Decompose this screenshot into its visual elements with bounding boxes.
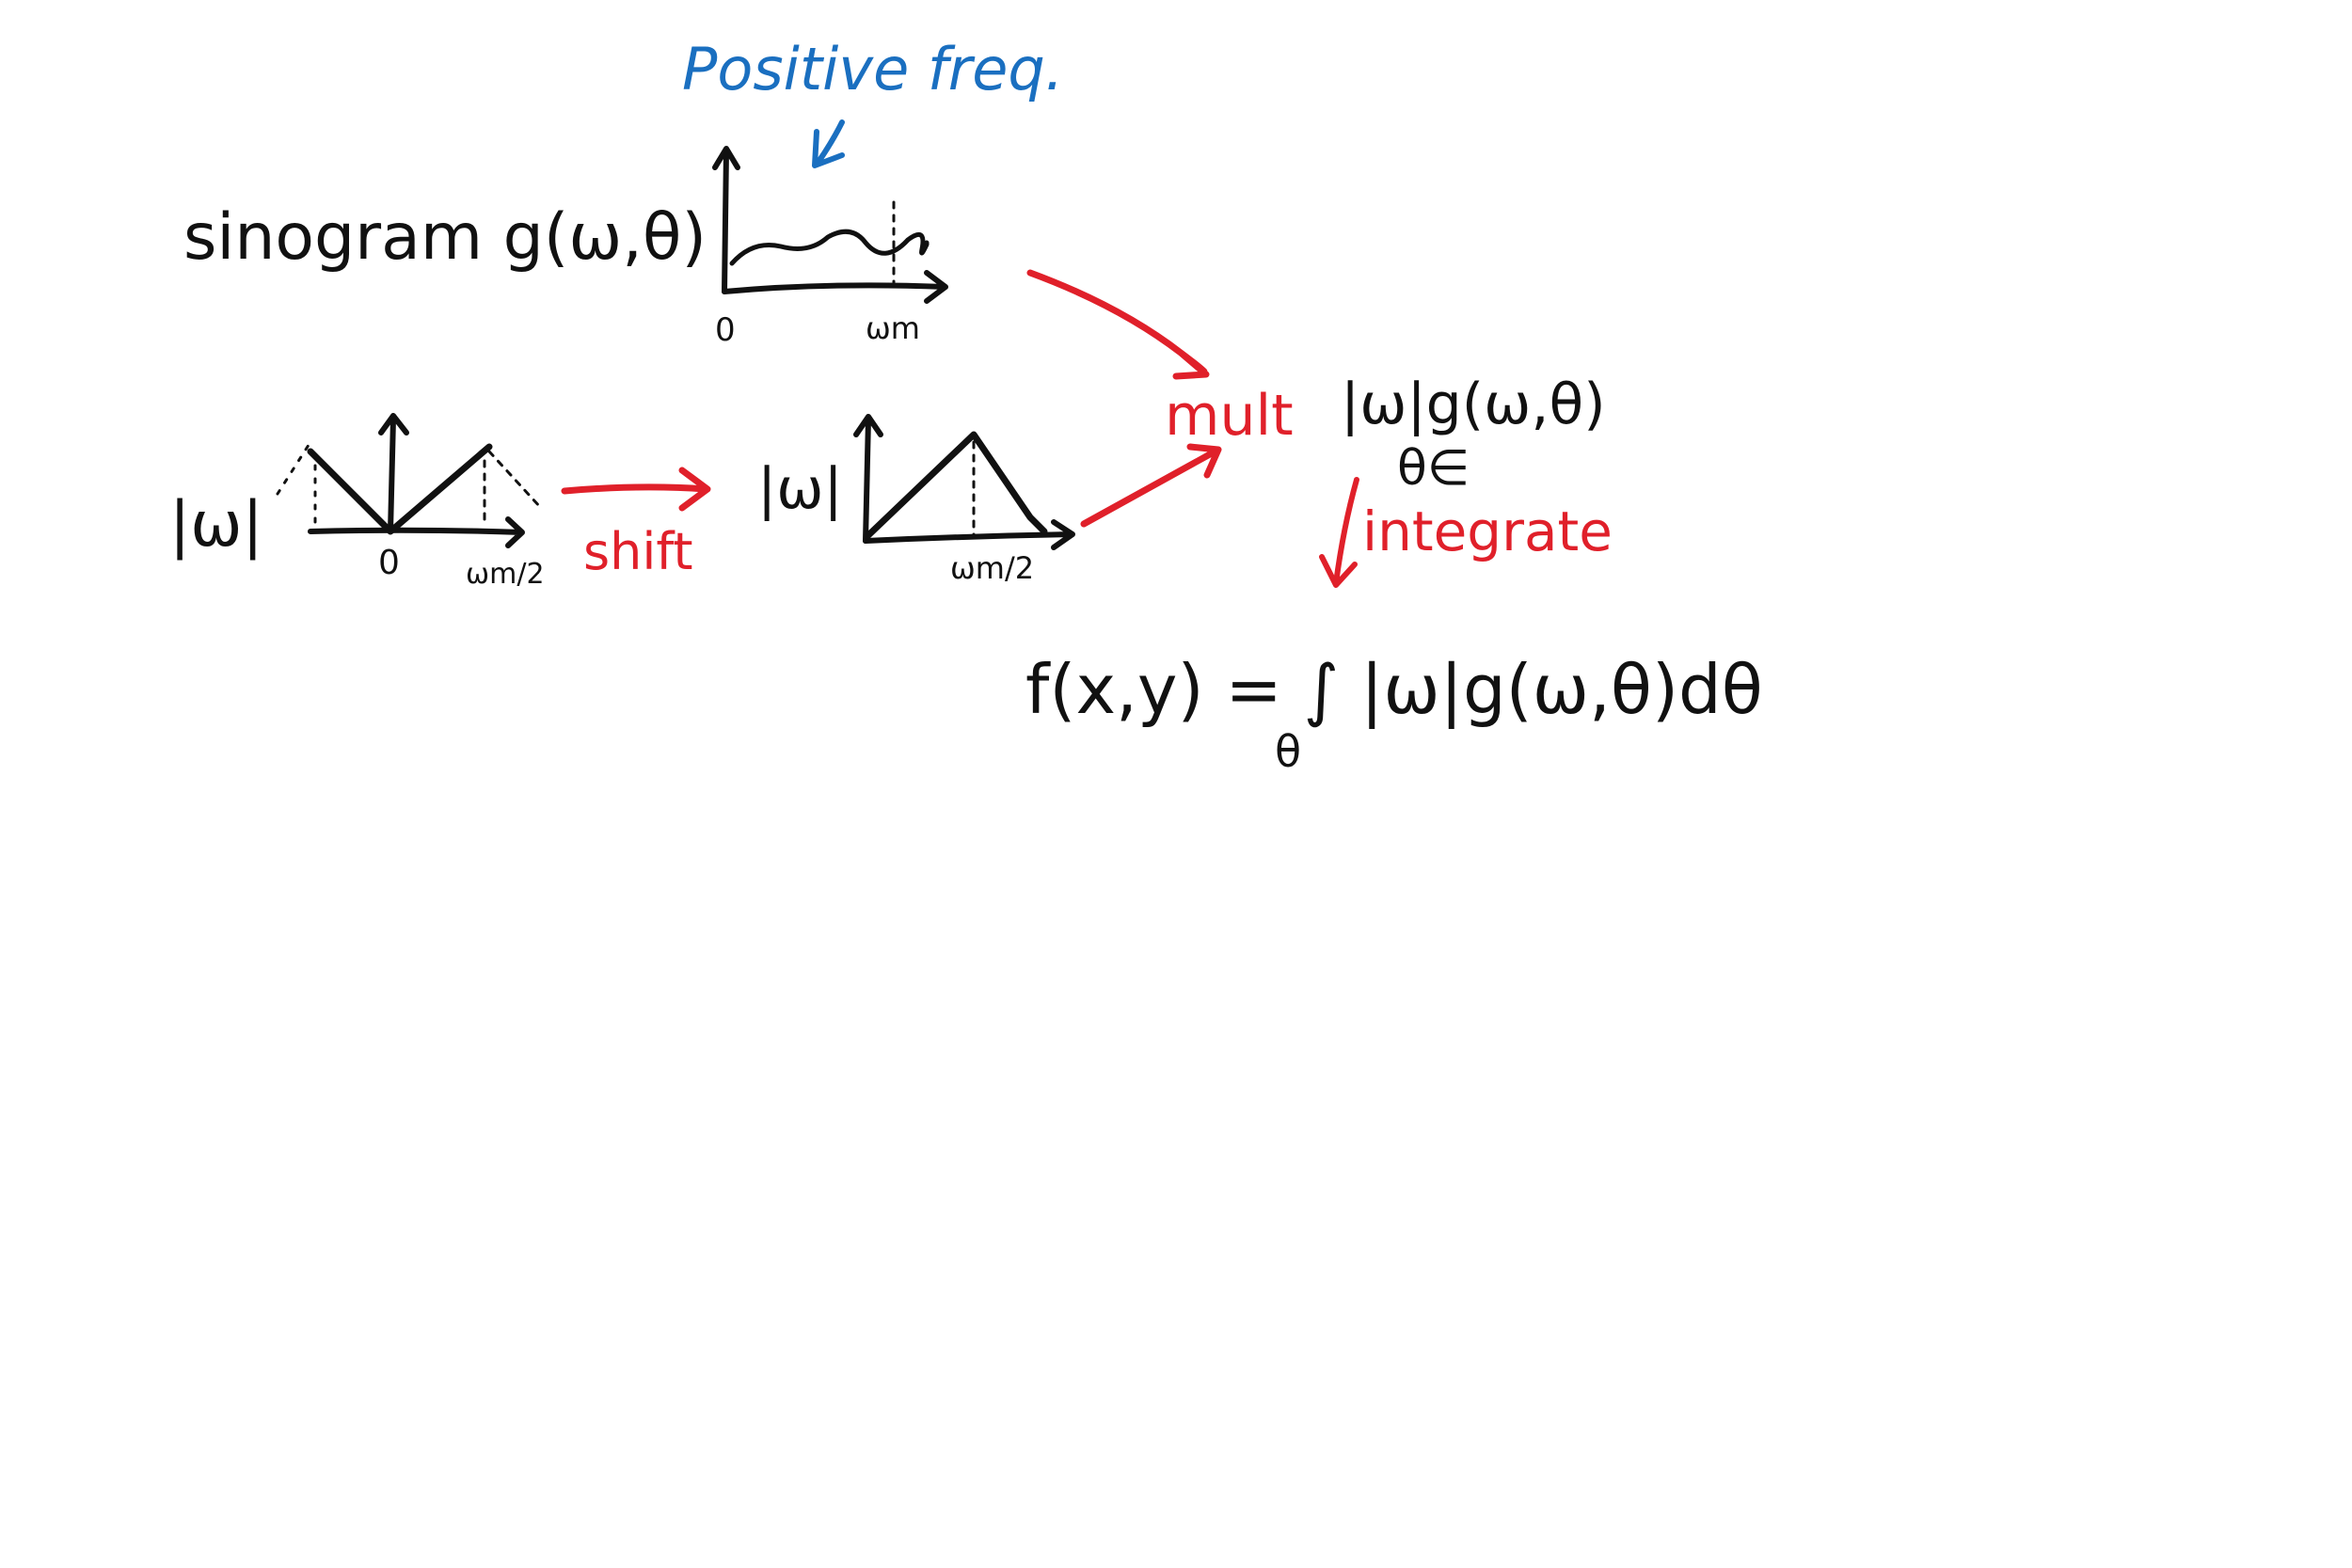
sinogram-y-axis	[712, 146, 740, 294]
product-label: |ω|g(ω,θ)	[1341, 372, 1606, 437]
filter-to-mult-arrow	[1080, 443, 1222, 528]
ramp-wm2-tick: ωm/2	[466, 558, 545, 591]
ramp-zero-tick: 0	[378, 544, 400, 582]
sinogram-x-axis	[722, 270, 948, 304]
ramp-x-axis	[308, 516, 525, 548]
formula-subscript: θ	[1275, 726, 1301, 777]
shift-label: shift	[583, 522, 693, 581]
shifted-filter-plot: ωm/2	[853, 414, 1075, 586]
sinogram-curve	[729, 229, 930, 266]
shifted-wm2-tick: ωm/2	[950, 550, 1034, 586]
positive-freq-label: Positive freq.	[682, 35, 1063, 103]
sinogram-plot: 0 ωm	[712, 146, 948, 349]
shifted-triangle	[864, 431, 1048, 540]
shifted-x-axis	[863, 519, 1075, 550]
sinogram-label: sinogram g(ω,θ)	[183, 200, 707, 275]
sinogram-zero-tick: 0	[715, 311, 736, 349]
shifted-y-axis	[853, 414, 883, 544]
ramp-y-axis	[378, 413, 409, 534]
ramp-left-dotted	[276, 440, 317, 529]
sinogram-wm-tick: ωm	[866, 310, 920, 346]
integrate-arrow	[1319, 477, 1359, 588]
mult-label: mult	[1165, 383, 1294, 449]
sinogram-to-mult-arrow	[1026, 269, 1210, 380]
theta-in-label: θ∈	[1397, 440, 1470, 497]
reconstruction-formula: f(x,y) = ∫ |ω|g(ω,θ)dθ	[1025, 650, 1763, 730]
blue-pointer-arrow	[812, 119, 845, 168]
abs-omega-left-label: |ω|	[169, 488, 263, 561]
ramp-right-dashed	[483, 450, 543, 529]
ramp-filter-plot: 0 ωm/2	[276, 413, 545, 591]
abs-omega-mid-label: |ω|	[757, 456, 843, 522]
integrate-label: integrate	[1362, 499, 1613, 563]
shift-arrow	[561, 467, 711, 512]
ramp-v-curve	[307, 443, 493, 535]
